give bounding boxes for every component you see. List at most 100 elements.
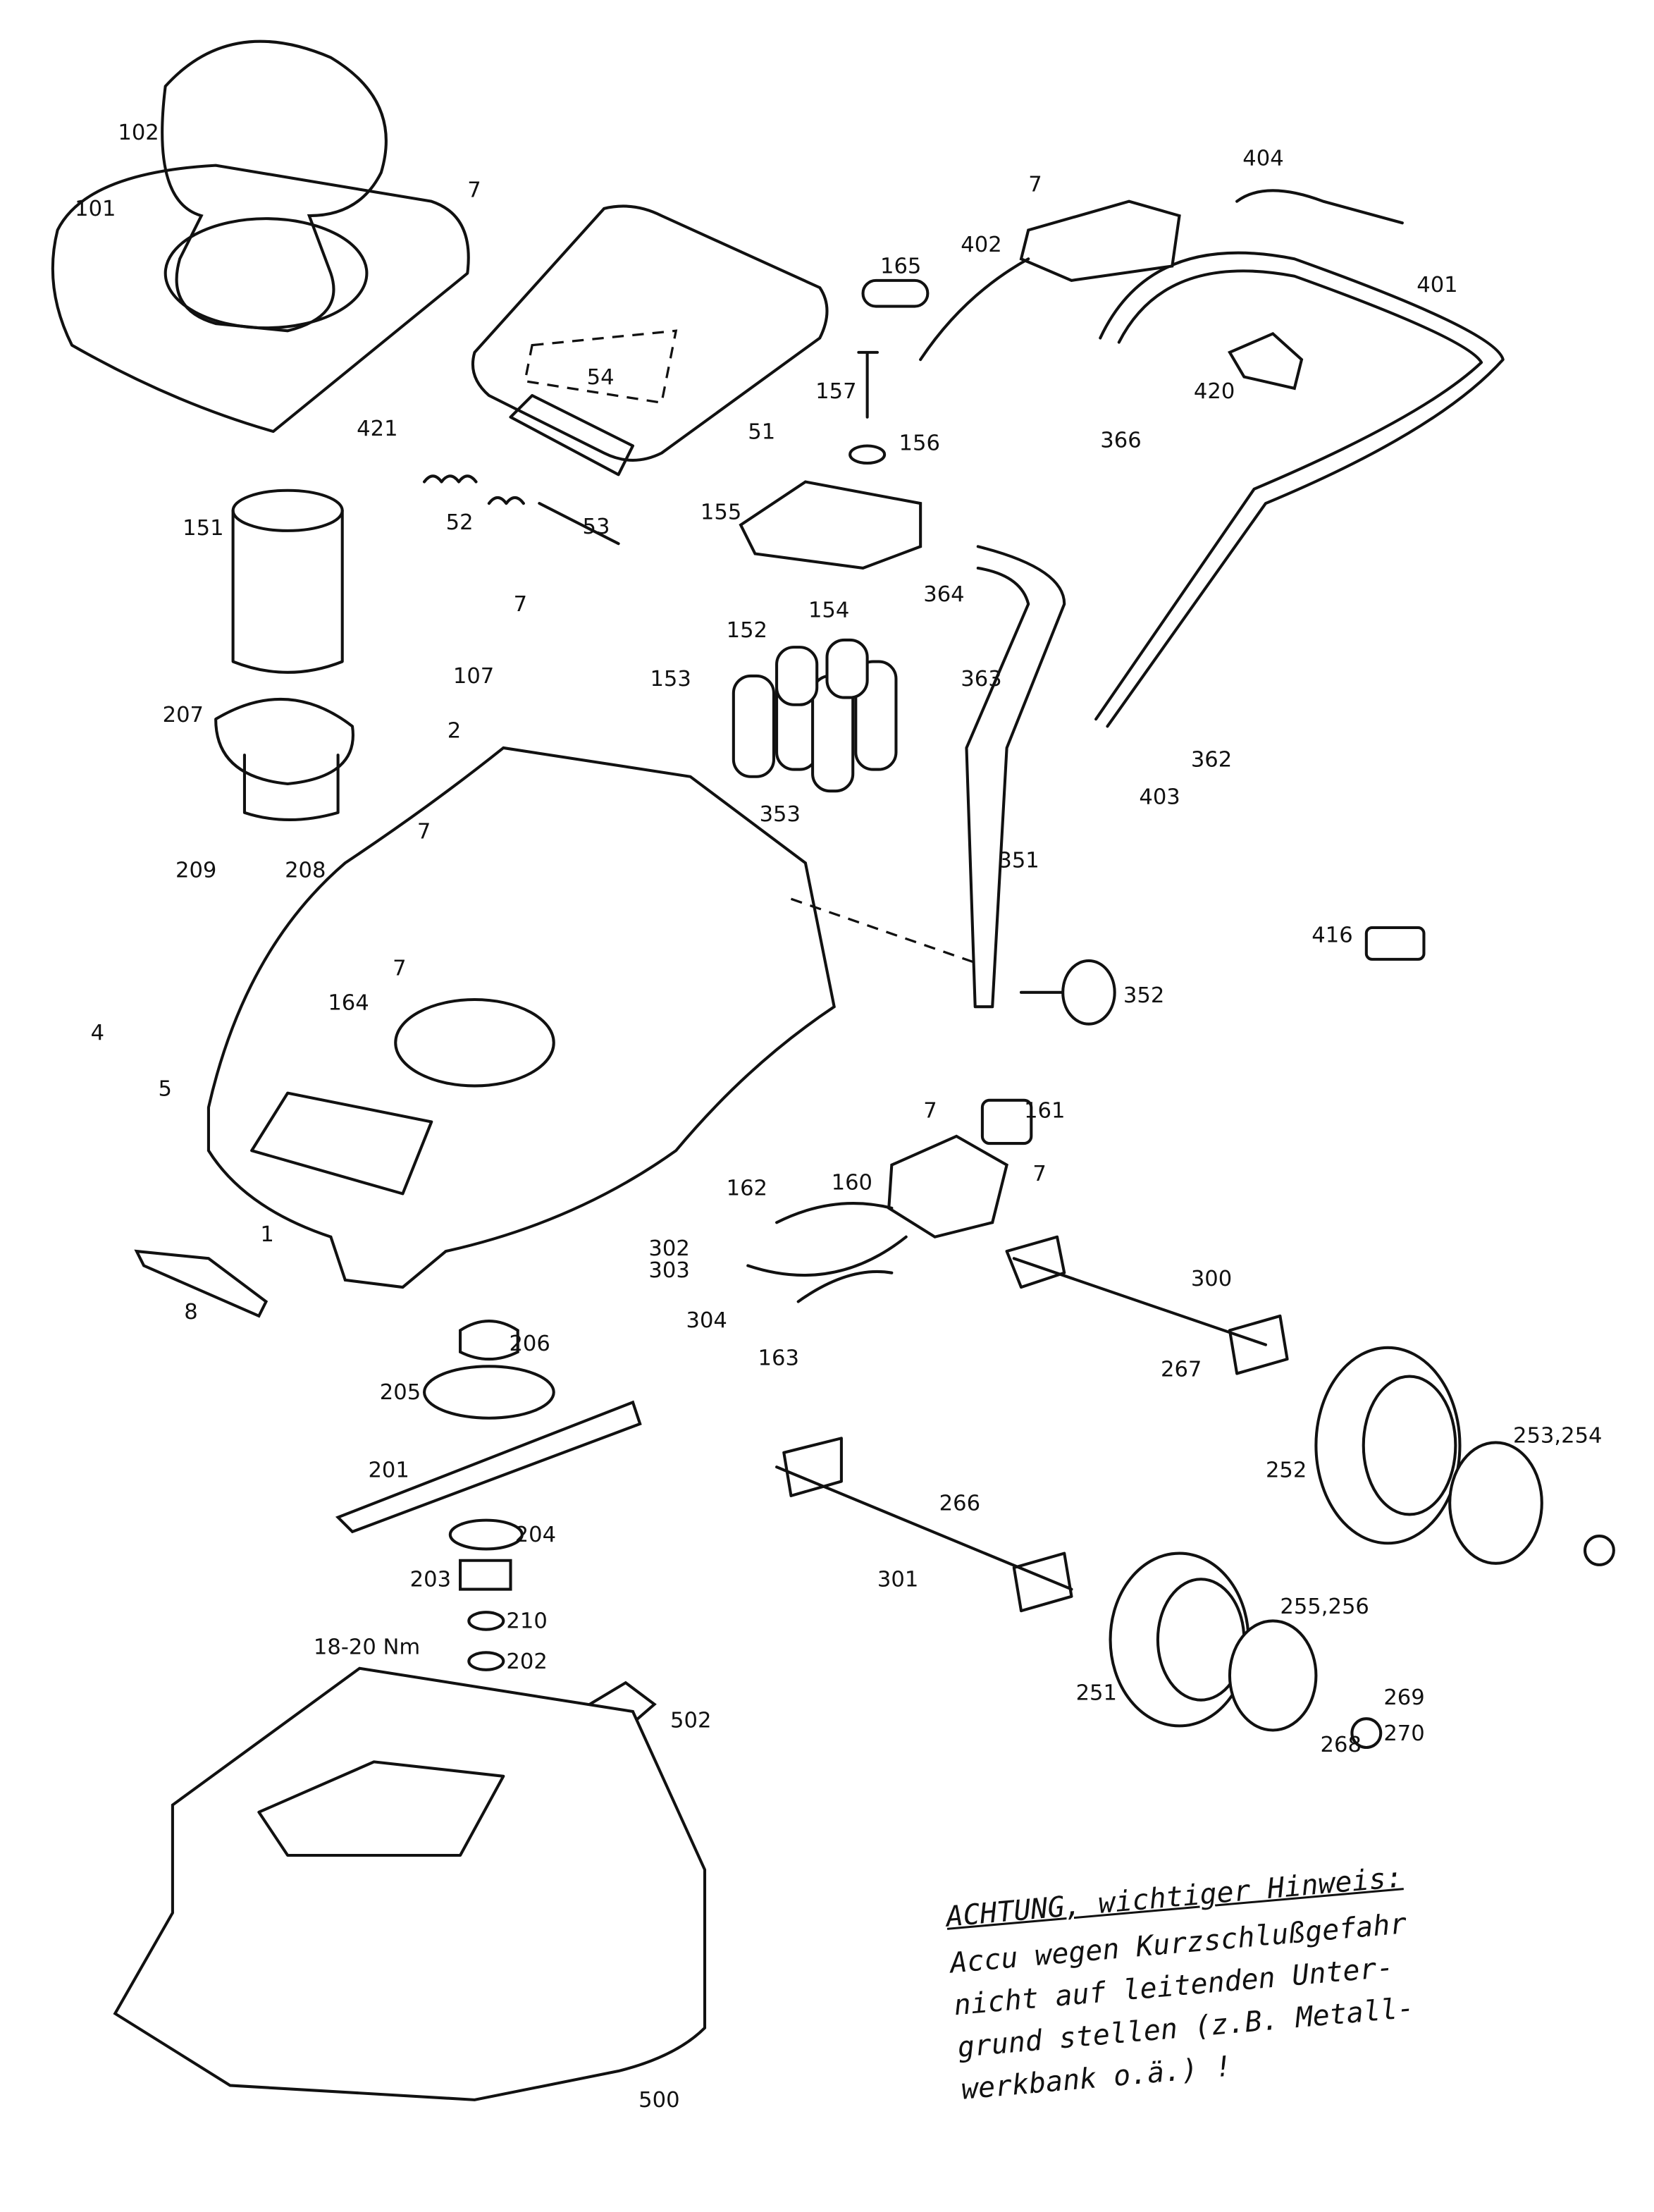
part-label: 301 — [877, 1567, 918, 1592]
part-label: 2 — [448, 719, 461, 744]
part-label: 252 — [1266, 1458, 1307, 1482]
part-label: 401 — [1417, 273, 1457, 297]
part-label: 205 — [380, 1380, 421, 1405]
part-label: 151 — [183, 516, 223, 541]
part-label: 303 — [648, 1258, 689, 1283]
part-label: 421 — [357, 417, 397, 441]
part-label: 207 — [163, 703, 204, 727]
part-label: 4 — [91, 1021, 104, 1045]
part-label: 1 — [260, 1222, 273, 1247]
part-404-lever — [1235, 189, 1404, 225]
part-label: 363 — [961, 667, 1001, 692]
part-label: 7 — [1032, 1162, 1046, 1186]
part-label: 162 — [727, 1176, 767, 1201]
part-label: 351 — [998, 848, 1039, 873]
part-165-sleeve — [861, 278, 930, 308]
part-label: 210 — [506, 1609, 547, 1634]
part-151-motor — [231, 489, 344, 674]
part-label: 304 — [686, 1308, 727, 1333]
part-label: 165 — [880, 254, 921, 279]
part-label: 201 — [368, 1458, 409, 1482]
part-label: 266 — [939, 1491, 980, 1516]
part-label: 268 — [1321, 1733, 1362, 1757]
part-351-lower-handle — [965, 545, 1066, 1009]
part-254-ring — [1583, 1535, 1615, 1566]
part-416-part — [1364, 926, 1426, 961]
part-label: 7 — [417, 820, 431, 844]
part-label: 209 — [175, 859, 216, 883]
part-300-rear-axle — [1005, 1235, 1289, 1375]
part-label: 160 — [832, 1170, 872, 1195]
part-label: 7 — [1028, 172, 1042, 197]
part-label: 300 — [1191, 1267, 1232, 1291]
part-label: 352 — [1123, 983, 1164, 1008]
part-label: 502 — [670, 1708, 711, 1733]
part-label: 404 — [1242, 147, 1283, 171]
part-label: 7 — [514, 592, 527, 617]
part-1-deck — [206, 746, 836, 1289]
part-label: 269 — [1383, 1685, 1424, 1710]
part-500-grass-catcher — [113, 1666, 707, 2101]
part-label: 362 — [1191, 747, 1232, 772]
part-402-cable — [919, 257, 1030, 362]
part-420-switch — [1228, 331, 1304, 391]
part-label: 202 — [506, 1649, 547, 1674]
part-251-front-wheel — [1109, 1552, 1250, 1728]
part-156-washer — [848, 444, 887, 465]
part-204-washer — [448, 1518, 524, 1551]
part-255-hubcap — [1228, 1619, 1318, 1732]
part-label: 203 — [410, 1567, 451, 1592]
part-label: 5 — [158, 1077, 171, 1102]
part-label: 152 — [727, 618, 767, 643]
part-label: 364 — [923, 582, 964, 607]
part-label: 500 — [638, 2088, 679, 2113]
part-160-switch-unit — [887, 1134, 1008, 1239]
part-8-plate — [134, 1249, 269, 1318]
part-52-springs — [423, 474, 525, 505]
part-label: 157 — [815, 379, 856, 404]
part-label: 153 — [650, 667, 691, 692]
part-label: 163 — [758, 1346, 799, 1370]
part-label: 302 — [648, 1236, 689, 1261]
part-label: 208 — [285, 859, 326, 883]
part-155-holder — [739, 480, 922, 570]
part-label: 156 — [899, 431, 940, 456]
part-202-nut — [467, 1651, 505, 1671]
part-53-pin — [538, 502, 620, 546]
part-207-flange — [214, 697, 354, 822]
part-label: 164 — [328, 990, 369, 1015]
part-label: 353 — [760, 802, 801, 827]
part-101-cover — [51, 164, 470, 434]
part-label: 416 — [1312, 923, 1352, 947]
part-label: 52 — [446, 510, 474, 535]
part-301-front-axle — [775, 1437, 1073, 1613]
part-51-battery-cover — [471, 204, 829, 477]
part-label: 204 — [515, 1523, 556, 1547]
part-163-cables — [746, 1202, 908, 1303]
part-203-nut — [459, 1559, 512, 1591]
part-102-cap — [161, 39, 388, 333]
part-label: 161 — [1024, 1098, 1065, 1123]
part-label: 7 — [467, 178, 481, 203]
part-label: 154 — [808, 598, 849, 622]
part-210-ring — [467, 1611, 505, 1631]
part-label: 255,256 — [1280, 1595, 1369, 1619]
part-label: 102 — [118, 121, 159, 145]
part-label: 206 — [509, 1332, 550, 1356]
part-label: 7 — [393, 956, 406, 981]
part-label: 267 — [1161, 1358, 1202, 1382]
part-label: 253,254 — [1513, 1423, 1603, 1448]
part-label: 366 — [1100, 429, 1141, 453]
part-label: 270 — [1383, 1721, 1424, 1746]
part-label: 54 — [587, 365, 615, 390]
part-label: 107 — [453, 664, 494, 689]
part-label: 8 — [184, 1300, 197, 1325]
part-label: 402 — [961, 233, 1001, 257]
part-401-handle — [1094, 251, 1505, 728]
part-205-fan — [423, 1365, 555, 1420]
part-label: 18-20 Nm — [314, 1635, 420, 1659]
part-label: 155 — [701, 500, 741, 525]
part-253-hubcap — [1448, 1441, 1543, 1565]
